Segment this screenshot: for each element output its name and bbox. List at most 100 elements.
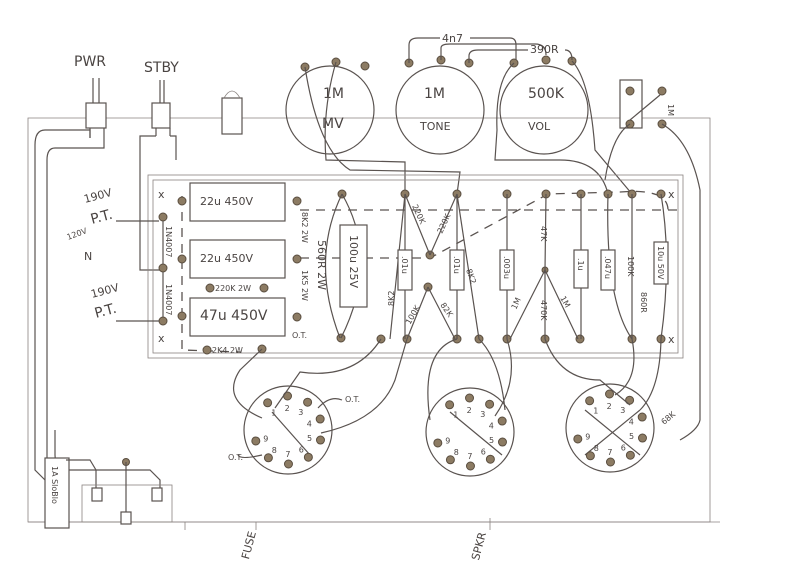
socket-pin [497,416,507,426]
socket-pin-number: 1 [453,411,458,420]
pt-label: P.T. [89,207,114,228]
socket-pin-number: 1 [593,407,598,416]
master-volume-pot[interactable]: 1M MV [285,57,375,155]
ot-label: O.T. [228,453,243,462]
socket-pin [303,397,313,407]
socket-pin [585,396,595,406]
socket-pin [465,393,475,403]
fuse-position-label: FUSE [239,530,259,561]
speaker-jack-box [81,458,173,525]
socket-pin [263,398,273,408]
socket-pin-number: 8 [454,448,459,457]
socket-pin [605,389,615,399]
tone-pot[interactable]: 1M TONE [395,55,485,155]
unused-marker: x [158,188,165,201]
socket-pin [637,412,647,422]
pt-label: P.T. [93,301,118,322]
pot-function: MV [322,116,344,132]
pt-voltage-label: 190V [82,186,113,206]
socket-pin [625,450,635,460]
input-resistor-label: 1M [666,104,675,116]
part-label: 8K2 [387,291,396,306]
ot-label: O.T. [292,331,307,340]
socket-pin [433,438,443,448]
socket-pin-number: 7 [285,450,290,459]
socket-pin [485,399,495,409]
pot-resistor-label: 390R [530,43,559,56]
socket-pin [605,457,615,467]
socket-pin [573,434,583,444]
cap-label: 22u 450V [200,252,253,265]
socket-pin-number: 8 [272,446,277,455]
volume-pot[interactable]: 500K VOL [499,55,589,155]
input-jack[interactable]: 1M [619,79,675,129]
ground-bus [181,190,680,353]
part-label: 8K2 [464,268,478,286]
socket-pin-number: 4 [629,418,634,427]
part-label: 470K [539,300,548,321]
part-label: .047u [603,256,612,279]
part-label: 1M [510,296,523,311]
socket-pin [445,455,455,465]
pt-voltage-label: 190V [89,281,120,301]
unused-marker: x [158,332,165,345]
eyelet-board [147,174,684,359]
socket-pin [585,451,595,461]
pot-value: 500K [528,86,565,102]
power-switch[interactable]: PWR [74,54,107,138]
fuse-holder: 1A SloBlo [44,457,70,529]
cathode-cap [339,224,368,308]
socket-pin-number: 9 [263,434,268,443]
phase-inverter-socket [425,387,515,477]
socket-pin-number: 2 [607,402,612,411]
cathode-cap-label: 100u 25V [347,235,360,288]
pot-function: VOL [528,120,551,133]
socket-pin [445,400,455,410]
resistor-label: 220K 2W [215,284,251,293]
ot-label: O.T. [345,395,360,404]
socket-pin [283,459,293,469]
socket-pin [497,437,507,447]
resistor-label: 8K2 2W [300,212,309,243]
socket-pin-number: 9 [445,436,450,445]
socket-pin-number: 4 [307,420,312,429]
socket-pin [465,461,475,471]
socket-pin-number: 3 [620,406,625,415]
resistor-label: 560R 2W [315,240,328,290]
socket-pin [637,433,647,443]
socket-pin [251,436,261,446]
socket-pin [315,414,325,424]
filter-cap-2: 22u 450V [189,239,286,279]
pot-value: 1M [323,86,344,102]
speaker-position-label: SPKR [469,530,489,561]
board-parts [397,241,669,291]
neutral-label: N [84,250,92,263]
diode-label: 1N4007 [164,226,173,257]
part-label: .01u [452,256,461,274]
signal-wires [304,60,633,195]
socket-pin-number: 3 [480,410,485,419]
socket-pin [263,453,273,463]
part-label: .01u [400,256,409,274]
pot-function: TONE [419,120,451,133]
power-switch-label: PWR [74,54,106,70]
eyelet-board-inner [152,179,679,354]
socket-pin-number: 2 [467,406,472,415]
part-label: 220K [410,203,427,226]
unused-marker: x [668,188,675,201]
standby-switch[interactable]: STBY [144,60,179,136]
filter-cap-3: 47u 450V [189,297,286,337]
resistor-label: 2K4 2W [212,346,243,355]
socket-pin-number: 6 [621,443,626,452]
part-label: 82K [438,301,455,319]
preamp-tube-socket [565,383,655,473]
socket-pin-number: 9 [585,432,590,441]
part-label: .1u [576,258,585,271]
socket-pin-number: 8 [594,444,599,453]
resistor-label: 1K5 2W [300,270,309,301]
input-wire [661,123,701,441]
pt-wires [116,220,159,322]
pot-value: 1M [424,86,445,102]
